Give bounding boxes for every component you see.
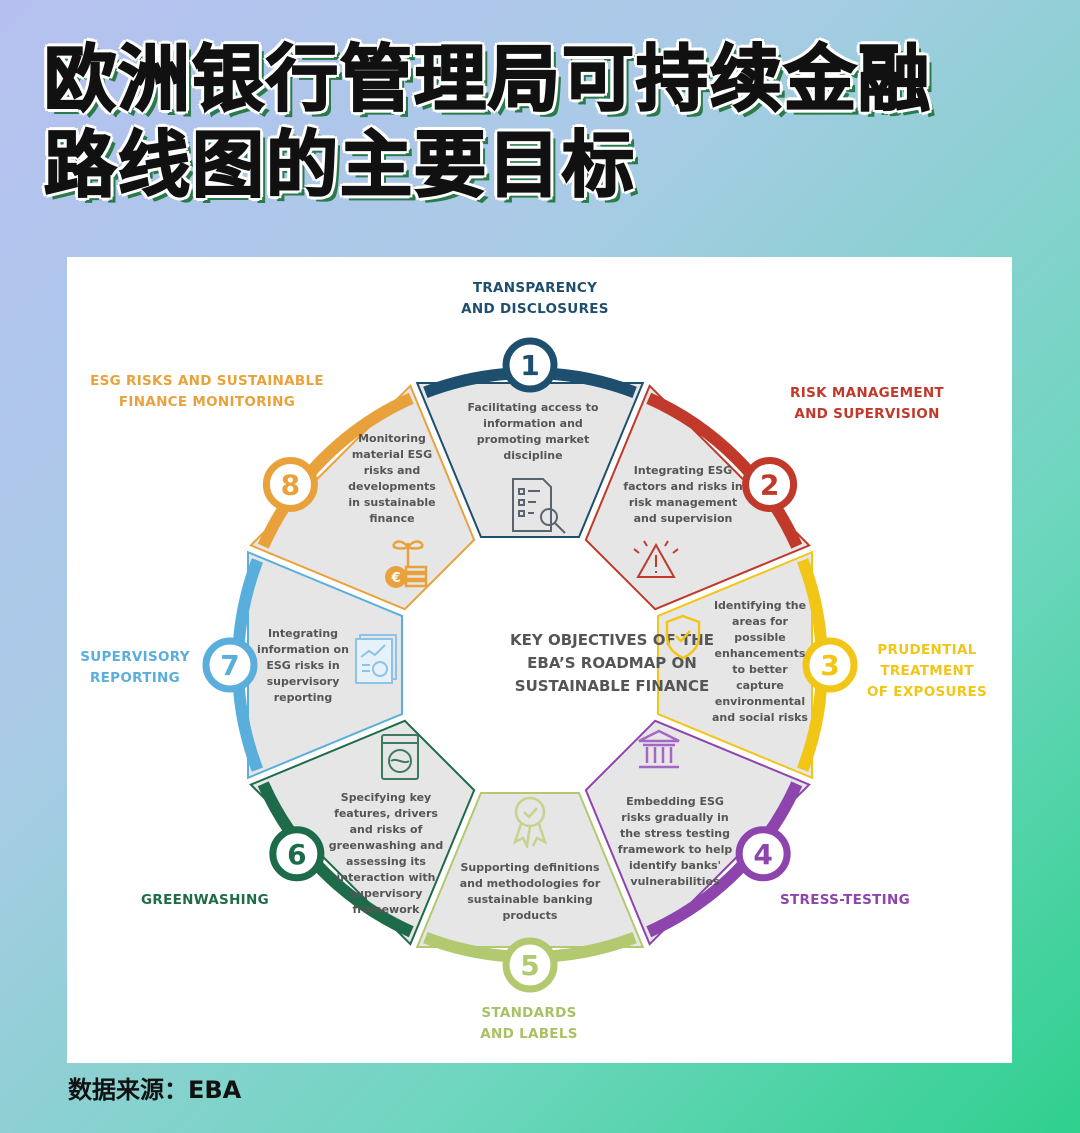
number-badge-text: 7 [220,649,239,682]
label-line: AND DISCLOSURES [461,301,609,317]
segment-panel [247,550,403,780]
center-line: SUSTAINABLE FINANCE [514,677,710,695]
segment-panel [249,384,476,611]
number-badge [502,937,558,993]
objectives-ring: 1 2 3 4 5 6 7 8 [202,337,858,993]
label-line: OF EXPOSURES [867,684,988,700]
svg-text:€: € [390,571,400,586]
label-risk-management: RISK MANAGEMENT AND SUPERVISION [767,383,967,425]
award-ribbon-icon [512,796,548,848]
number-badge [502,337,558,393]
label-line: RISK MANAGEMENT [790,385,944,401]
description-8: Monitoring material ESG risks and develo… [348,432,436,525]
label-stress-testing: STRESS-TESTING [775,890,915,911]
number-badge-text: 4 [753,838,772,871]
label-line: GREENWASHING [141,892,269,908]
bank-icon [638,729,680,769]
washing-machine-icon [381,734,419,780]
title-line-2: 路线图的主要目标 [43,122,637,208]
label-line: ESG RISKS AND SUSTAINABLE [90,373,324,389]
label-transparency: TRANSPARENCY AND DISCLOSURES [435,278,635,320]
number-badge [735,826,791,882]
description-1: Facilitating access to information and p… [467,401,599,462]
label-standards: STANDARDS AND LABELS [459,1003,599,1045]
segment-arc [257,781,414,938]
center-line: EBA’S ROADMAP ON [527,654,697,672]
diagram-card: 1 2 3 4 5 6 7 8 KEY OBJECTIVES OF THE EBA’S ROA… [67,257,1012,1063]
number-badge [269,826,325,882]
segment-4: 4 [584,719,811,946]
label-line: PRUDENTIAL [877,642,977,658]
label-line: REPORTING [89,670,181,686]
title-line-1: 欧洲银行管理局可持续金融 [43,36,933,122]
center-line: KEY OBJECTIVES OF THE [510,631,714,649]
description-6: Specifying key features, drivers and ris… [328,791,444,916]
label-line: TREATMENT [880,663,974,679]
segment-arc [646,781,803,938]
segment-2: 2 [584,384,811,611]
segment-panel [584,384,811,611]
segment-panel [584,719,811,946]
number-badge-text: 6 [287,838,306,871]
segment-8: 8 [249,384,476,611]
segment-panel [657,550,813,780]
label-line: STANDARDS [481,1005,577,1021]
label-line: AND SUPERVISION [794,406,940,422]
warning-icon [633,540,679,578]
number-badge-text: 5 [520,949,539,982]
segment-1: 1 [415,337,645,538]
segment-3: 3 [657,550,858,780]
diagram-center-title: KEY OBJECTIVES OF THE EBA’S ROADMAP ON S… [487,629,737,698]
source-note: 数据来源：EBA [68,1076,242,1104]
number-badge [262,456,318,512]
label-prudential: PRUDENTIAL TREATMENT OF EXPOSURES [867,640,987,703]
document-search-icon [512,478,566,534]
label-line: TRANSPARENCY [472,280,598,296]
description-4: Embedding ESG risks gradually in the str… [617,795,733,888]
report-chart-icon [355,634,397,684]
number-badge-text: 8 [281,468,300,501]
label-line: SUPERVISORY [80,649,190,665]
description-2: Integrating ESG factors and risks in ris… [623,464,743,525]
number-badge-text: 3 [820,649,839,682]
segment-arc [257,392,414,549]
label-line: AND LABELS [480,1026,578,1042]
number-badge-text: 2 [760,468,779,501]
page-title: 欧洲银行管理局可持续金融 路线图的主要目标 [43,36,933,208]
segment-5: 5 [415,792,645,993]
label-line: FINANCE MONITORING [118,394,296,410]
segment-arc [646,392,803,549]
number-badge-text: 1 [520,349,539,382]
shield-check-icon [665,614,701,660]
number-badge [742,456,798,512]
label-supervisory-reporting: SUPERVISORY REPORTING [75,647,195,689]
segment-panel [415,792,645,948]
label-line: STRESS-TESTING [780,892,910,908]
number-badge [202,637,258,693]
description-3: Identifying the areas for possible enhan… [712,599,808,724]
description-5: Supporting definitions and methodologies… [459,861,601,922]
segment-panel [415,382,645,538]
number-badge [802,637,858,693]
label-esg-monitoring: ESG RISKS AND SUSTAINABLE FINANCE MONITO… [87,371,327,413]
description-7: Integrating information on ESG risks in … [257,627,349,704]
segment-7: 7 [202,550,403,780]
label-greenwashing: GREENWASHING [135,890,275,911]
plant-coins-icon: € [385,540,428,588]
